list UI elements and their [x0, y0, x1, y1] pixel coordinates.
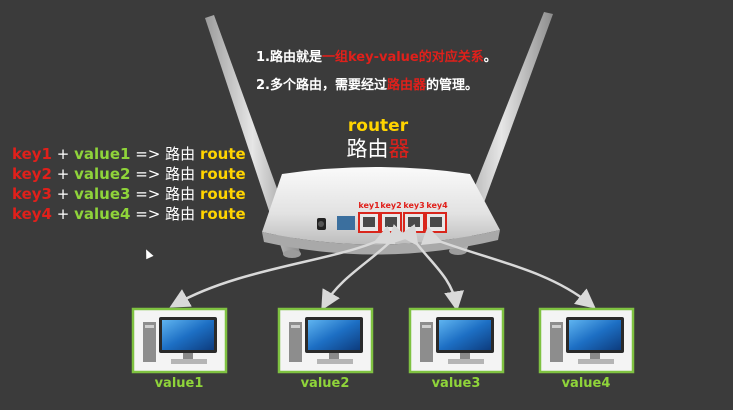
- mapping-plus: +: [56, 165, 70, 183]
- router-port-key2: [380, 212, 402, 233]
- notes-block: 1.路由就是一组key-value的对应关系。 2.多个路由，需要经过路由器的管…: [256, 44, 497, 100]
- mapping-route: route: [199, 205, 246, 223]
- computer-label-value1: value1: [154, 376, 204, 391]
- router-title-zh-red: 器: [388, 137, 410, 161]
- mapping-plus: +: [56, 185, 70, 203]
- mapping-arrow: =>: [135, 185, 161, 203]
- route-mapping-row: key3 + value3 => 路由 route: [12, 184, 246, 204]
- mapping-word: 路由: [165, 205, 196, 223]
- port-label-key4: key4: [426, 201, 448, 210]
- mapping-key: key3: [12, 185, 52, 203]
- router-body: [262, 167, 500, 255]
- computer-label-value4: value4: [561, 376, 611, 391]
- computer-label-value3: value3: [431, 376, 481, 391]
- route-mapping-list: key1 + value1 => 路由 route key2 + value2 …: [12, 144, 246, 224]
- note-line-1: 1.路由就是一组key-value的对应关系。: [256, 44, 497, 72]
- note-line-2: 2.多个路由，需要经过路由器的管理。: [256, 72, 497, 100]
- mapping-key: key1: [12, 145, 52, 163]
- mapping-route: route: [199, 185, 246, 203]
- mapping-word: 路由: [165, 165, 196, 183]
- mapping-plus: +: [56, 145, 70, 163]
- router-port-key1: [358, 212, 380, 233]
- mapping-route: route: [199, 165, 246, 183]
- connector-arrow-value1: [169, 225, 396, 308]
- computer-value1: [131, 307, 228, 374]
- note-line-2-highlight: 路由器: [386, 78, 426, 93]
- computer-value4: [538, 307, 635, 374]
- note-line-1-highlight: 一组key-value的对应关系: [321, 50, 484, 65]
- computer-label-value2: value2: [300, 376, 350, 391]
- port-label-key2: key2: [380, 201, 402, 210]
- note-line-2-prefix: 2.多个路由，需要经过: [256, 78, 387, 93]
- port-label-key1: key1: [358, 201, 380, 210]
- route-mapping-row: key4 + value4 => 路由 route: [12, 204, 246, 224]
- mapping-key: key2: [12, 165, 52, 183]
- connector-arrow-value4: [420, 226, 596, 309]
- computer-value2: [277, 307, 374, 374]
- router-title-zh-white: 路由: [346, 137, 389, 161]
- mapping-value: value3: [74, 185, 131, 203]
- mapping-word: 路由: [165, 145, 196, 163]
- mapping-value: value4: [74, 205, 131, 223]
- mapping-route: route: [199, 145, 246, 163]
- router-title: router 路由器: [338, 116, 418, 162]
- mapping-arrow: =>: [135, 145, 161, 163]
- note-line-1-suffix: 。: [483, 50, 497, 65]
- note-line-2-suffix: 的管理。: [426, 78, 479, 93]
- route-mapping-row: key1 + value1 => 路由 route: [12, 144, 246, 164]
- router-port-key3: [403, 212, 425, 233]
- mapping-arrow: =>: [135, 205, 161, 223]
- mapping-plus: +: [56, 205, 70, 223]
- port-label-key3: key3: [403, 201, 425, 210]
- route-mapping-row: key2 + value2 => 路由 route: [12, 164, 246, 184]
- mapping-key: key4: [12, 205, 52, 223]
- mapping-word: 路由: [165, 185, 196, 203]
- note-line-1-prefix: 1.路由就是: [256, 50, 322, 65]
- computer-value3: [408, 307, 505, 374]
- router-port-key4: [425, 212, 447, 233]
- router-title-zh: 路由器: [338, 136, 418, 162]
- mapping-arrow: =>: [135, 165, 161, 183]
- connector-arrow-value2: [321, 224, 408, 311]
- mapping-value: value2: [74, 165, 131, 183]
- router-title-en: router: [347, 116, 409, 136]
- mapping-value: value1: [74, 145, 131, 163]
